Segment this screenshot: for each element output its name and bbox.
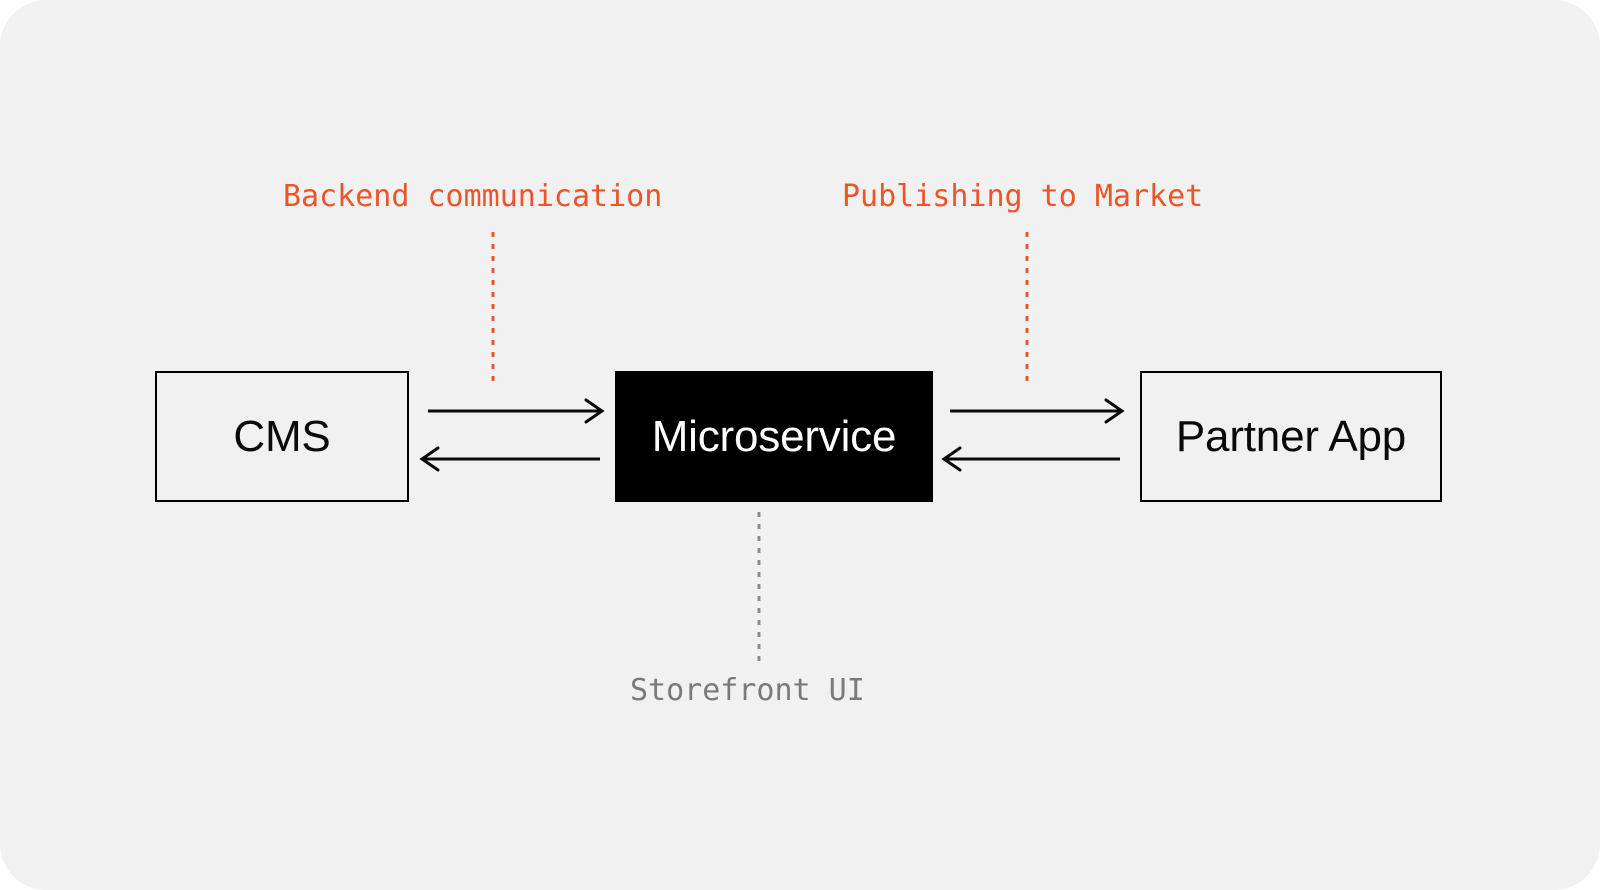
node-microservice-label: Microservice [651,411,897,461]
node-cms-label: CMS [233,411,331,461]
arrow-partner-app-to-microservice [941,446,1120,472]
node-microservice[interactable]: Microservice [615,371,933,502]
arrow-microservice-to-cms [419,446,600,472]
annotation-storefront-ui: Storefront UI [630,673,865,708]
node-partner-app[interactable]: Partner App [1140,371,1442,502]
node-partner-app-label: Partner App [1175,411,1407,461]
annotation-publishing-to-market: Publishing to Market [842,179,1204,214]
arrow-cms-to-microservice [428,398,605,424]
annotation-backend-communication: Backend communication [283,179,663,214]
arrow-microservice-to-partner-app [950,398,1125,424]
node-cms[interactable]: CMS [155,371,409,502]
